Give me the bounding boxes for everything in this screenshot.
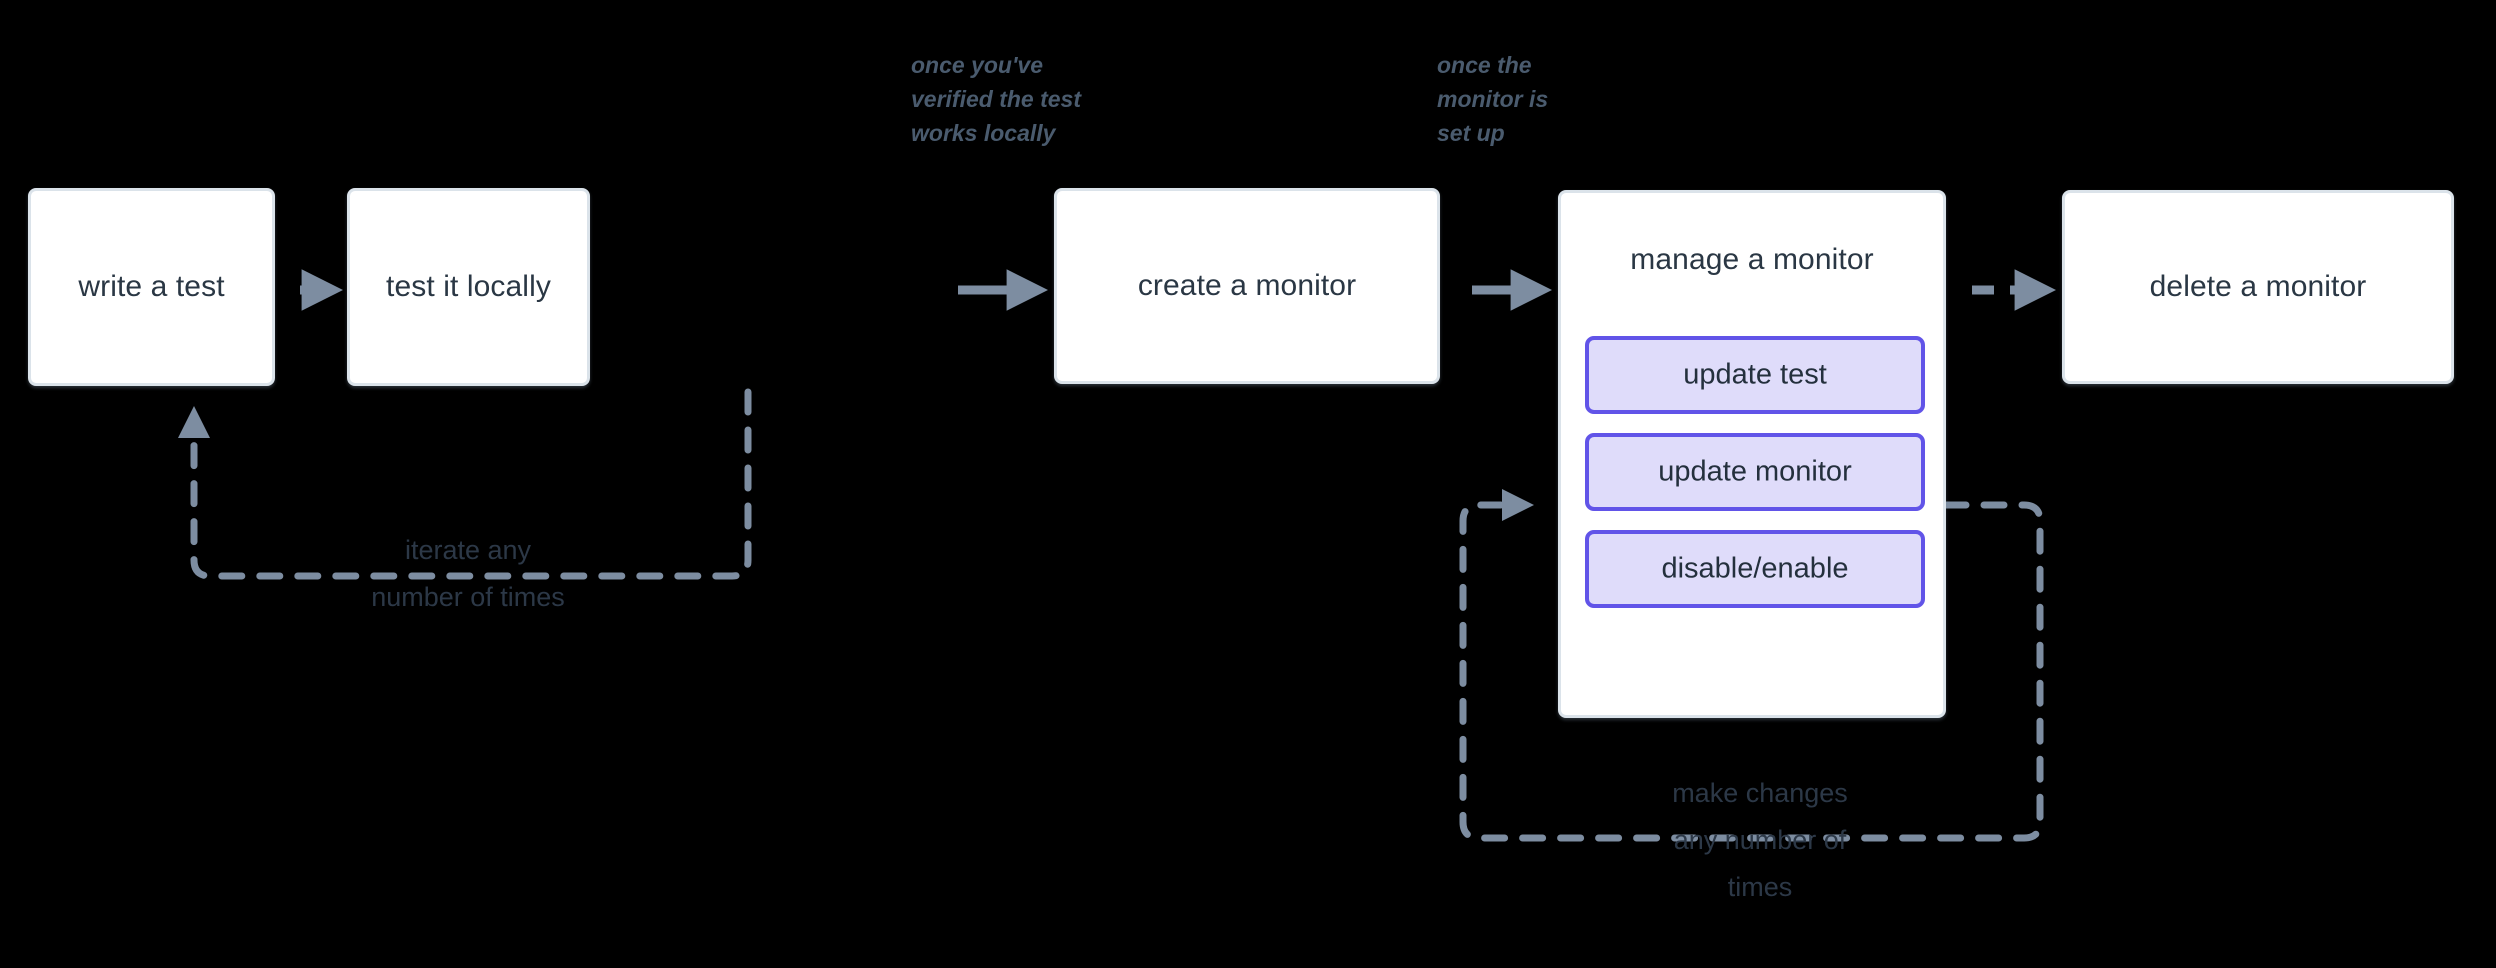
node-delete-a-monitor[interactable]: delete a monitor [2062,190,2454,384]
subnode-disable-enable-label: disable/enable [1661,552,1849,585]
node-test-it-locally[interactable]: test it locally [347,188,590,386]
subnode-update-test-label: update test [1683,358,1827,391]
subnode-update-monitor-label: update monitor [1658,455,1852,488]
node-write-a-test-label: write a test [78,270,225,303]
annotation-monitor-is-set-up: once the monitor is set up [1437,52,1549,146]
subnode-update-test[interactable]: update test [1585,336,1925,414]
node-create-a-monitor[interactable]: create a monitor [1054,188,1440,384]
node-write-a-test[interactable]: write a test [28,188,275,386]
caption-make-changes-any-number-of-times: make changes any number of times [1672,778,1848,902]
node-manage-a-monitor[interactable]: manage a monitor update test update moni… [1558,190,1946,718]
subnode-disable-enable[interactable]: disable/enable [1585,530,1925,608]
node-create-a-monitor-label: create a monitor [1137,269,1357,302]
node-manage-a-monitor-label: manage a monitor [1630,243,1874,276]
caption-iterate-any-number-of-times: iterate any number of times [371,535,565,612]
annotation-verified-test-works: once you've verified the test works loca… [911,52,1081,146]
node-delete-a-monitor-label: delete a monitor [2149,270,2367,303]
subnode-update-monitor[interactable]: update monitor [1585,433,1925,511]
node-test-it-locally-label: test it locally [386,270,551,303]
